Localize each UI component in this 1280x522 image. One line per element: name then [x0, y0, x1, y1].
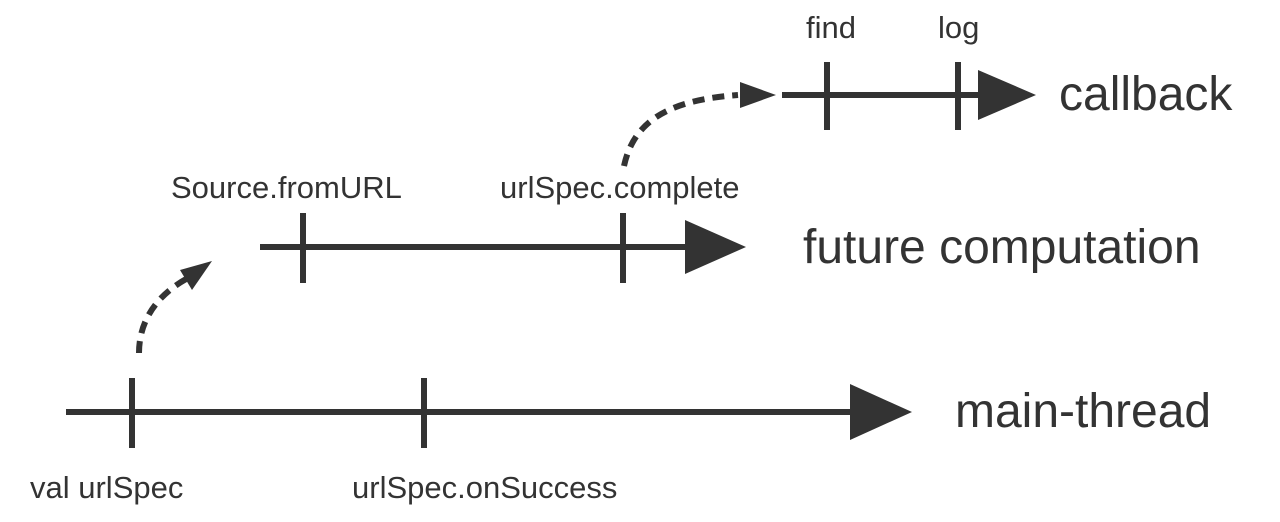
transition-future-to-callback-path	[621, 92, 739, 167]
transition-main-to-future-arrowhead	[180, 261, 212, 290]
future-arrowhead	[685, 220, 746, 274]
tick-label-source-fromurl: Source.fromURL	[171, 170, 402, 205]
timeline-label-main-thread: main-thread	[955, 385, 1212, 438]
tick-label-urlspec-complete: urlSpec.complete	[500, 170, 740, 205]
callback-arrowhead	[978, 70, 1036, 120]
tick-label-val-urlspec: val urlSpec	[30, 470, 184, 505]
tick-label-find: find	[806, 10, 856, 45]
transition-future-to-callback-arrowhead	[740, 82, 776, 108]
transition-main-to-future	[136, 261, 212, 354]
callback-timeline	[782, 62, 1036, 130]
transition-main-to-future-path	[136, 275, 190, 354]
tick-label-log: log	[938, 10, 980, 45]
future-timeline	[260, 213, 746, 283]
main-timeline	[66, 378, 912, 448]
transition-future-to-callback	[621, 82, 776, 167]
main-arrowhead	[850, 384, 912, 440]
timeline-label-future-computation: future computation	[803, 221, 1201, 274]
tick-label-urlspec-onsuccess: urlSpec.onSuccess	[352, 470, 618, 505]
timeline-label-callback: callback	[1059, 68, 1233, 121]
